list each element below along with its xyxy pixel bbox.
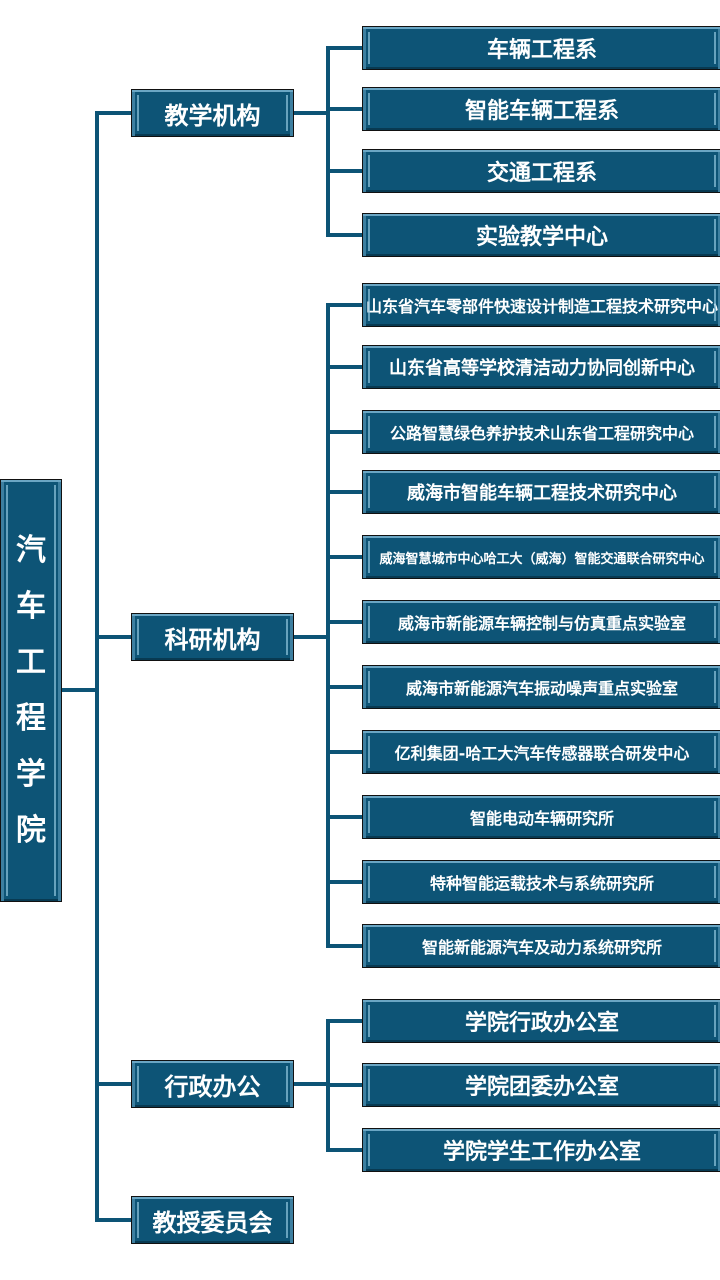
child-box: 智能电动车辆研究所: [362, 795, 720, 839]
child-box: 威海市新能源汽车振动噪声重点实验室: [362, 665, 720, 709]
child-connector: [326, 750, 362, 754]
child-connector: [326, 944, 362, 948]
child-box: 智能车辆工程系: [362, 87, 720, 131]
trunk-line: [95, 111, 99, 1222]
child-connector: [326, 169, 362, 173]
group-line: [326, 303, 330, 948]
child-connector: [326, 46, 362, 50]
child-box: 交通工程系: [362, 149, 720, 193]
root-char: 学: [16, 756, 46, 792]
branch-connector: [95, 1218, 131, 1222]
child-box: 威海市新能源车辆控制与仿真重点实验室: [362, 600, 720, 644]
child-connector: [326, 620, 362, 624]
group-line: [326, 46, 330, 237]
child-connector: [326, 555, 362, 559]
root-char: 程: [16, 700, 46, 736]
branch-professor-committee: 教授委员会: [131, 1196, 294, 1244]
child-connector: [326, 365, 362, 369]
child-connector: [326, 1019, 362, 1023]
child-box: 学院学生工作办公室: [362, 1128, 720, 1172]
child-connector: [326, 1083, 362, 1087]
branch-connector: [95, 635, 131, 639]
child-connector: [326, 303, 362, 307]
branch-connector: [95, 111, 131, 115]
child-connector: [326, 490, 362, 494]
root-char: 车: [16, 588, 46, 624]
root-connector: [62, 688, 99, 692]
branch-admin: 行政办公: [131, 1060, 294, 1108]
branch-connector: [95, 1082, 131, 1086]
child-box: 亿利集团-哈工大汽车传感器联合研发中心: [362, 730, 720, 774]
branch-research: 科研机构: [131, 613, 294, 661]
child-box: 威海智慧城市中心哈工大（威海）智能交通联合研究中心: [362, 535, 720, 579]
root-char: 汽: [16, 532, 46, 568]
child-box: 实验教学中心: [362, 213, 720, 257]
root-box-college: 汽 车 工 程 学 院: [0, 479, 62, 902]
group-line: [294, 111, 330, 115]
child-box: 车辆工程系: [362, 26, 720, 70]
child-box: 山东省高等学校清洁动力协同创新中心: [362, 345, 720, 389]
child-connector: [326, 685, 362, 689]
child-box: 学院团委办公室: [362, 1063, 720, 1107]
child-box: 公路智慧绿色养护技术山东省工程研究中心: [362, 410, 720, 454]
child-connector: [326, 430, 362, 434]
group-line: [294, 635, 330, 639]
child-box: 山东省汽车零部件快速设计制造工程技术研究中心: [362, 283, 720, 327]
root-char: 院: [16, 812, 46, 848]
child-box: 特种智能运载技术与系统研究所: [362, 860, 720, 904]
branch-teaching: 教学机构: [131, 89, 294, 137]
child-box: 威海市智能车辆工程技术研究中心: [362, 470, 720, 514]
child-connector: [326, 880, 362, 884]
child-connector: [326, 1148, 362, 1152]
group-line: [294, 1082, 330, 1086]
child-connector: [326, 233, 362, 237]
child-box: 智能新能源汽车及动力系统研究所: [362, 924, 720, 968]
root-char: 工: [16, 644, 46, 680]
child-box: 学院行政办公室: [362, 999, 720, 1043]
child-connector: [326, 107, 362, 111]
child-connector: [326, 815, 362, 819]
